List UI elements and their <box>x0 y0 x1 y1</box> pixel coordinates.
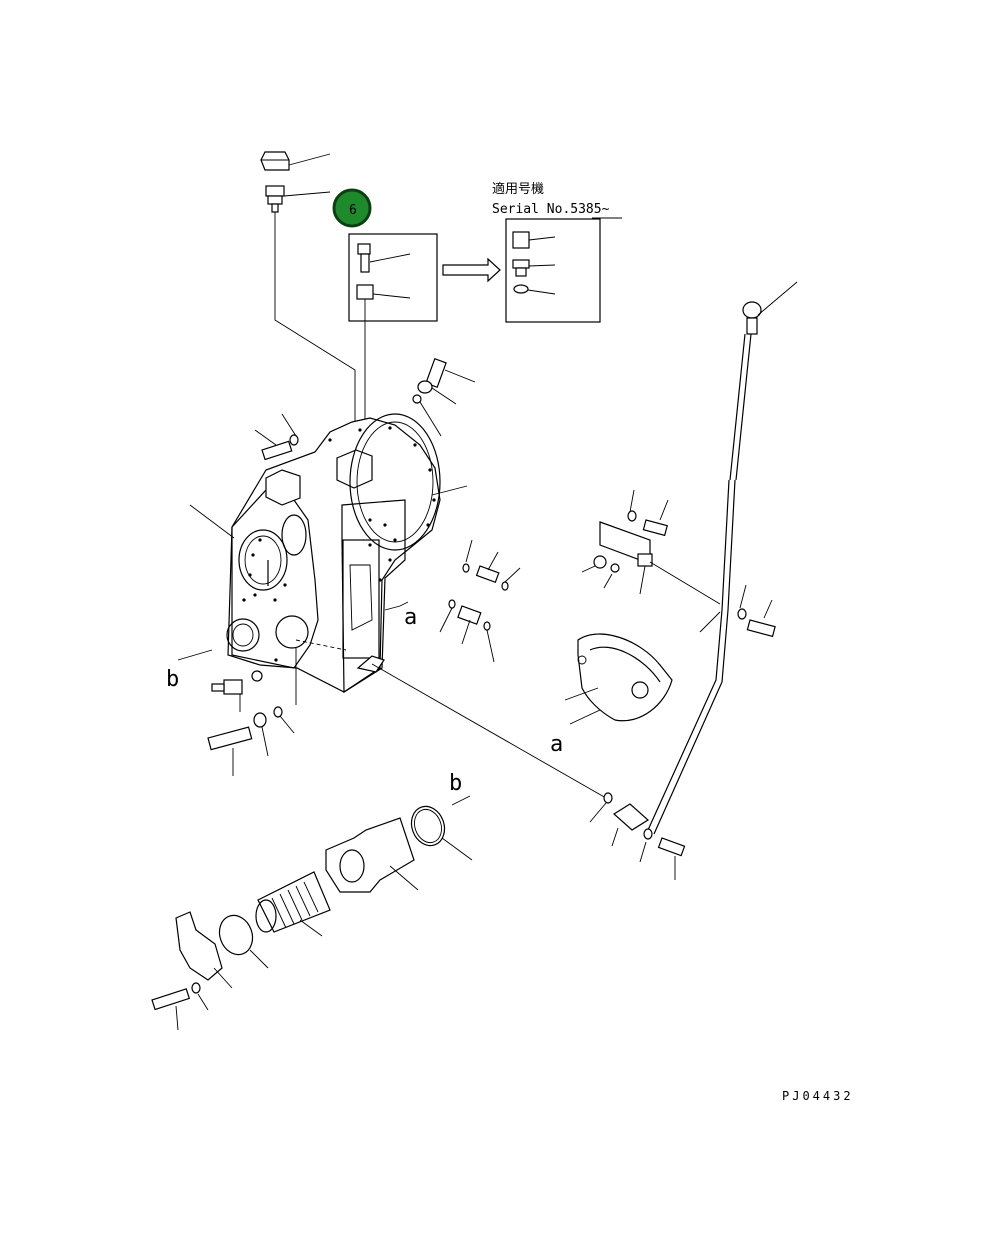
cover-bolt <box>151 982 209 1031</box>
case-bottom-bolt <box>207 706 295 776</box>
strainer-cover <box>175 911 233 989</box>
drawing-code: PJ04432 <box>782 1089 854 1103</box>
breather-cap <box>260 151 331 171</box>
level-gauge-cap <box>742 281 798 335</box>
strainer-case <box>325 817 419 893</box>
callout-6-marker[interactable]: 6 <box>332 188 372 228</box>
supersession-arrow <box>442 257 501 283</box>
transmission-case <box>226 413 441 705</box>
applicable-machine-label: 適用号機 <box>492 181 544 197</box>
strainer-o-ring <box>410 805 473 861</box>
ref-letter-a-guard: a <box>550 732 563 757</box>
detail-box-new <box>505 218 601 323</box>
callout-6-number: 6 <box>349 203 357 218</box>
strainer-element <box>255 871 331 937</box>
side-plugs <box>384 539 521 663</box>
level-gauge-rod <box>647 333 752 835</box>
ref-letter-a-case: a <box>404 605 417 630</box>
drain-plug <box>211 670 263 712</box>
bell-housing-bolt <box>412 357 476 496</box>
gauge-clip <box>611 803 686 880</box>
strainer-cover-o-ring <box>218 914 269 969</box>
ref-letter-b-case: b <box>166 667 179 692</box>
gauge-bracket <box>581 489 776 638</box>
serial-number-label: Serial No.5385~ <box>492 202 610 217</box>
ref-letter-b-strainer: b <box>449 771 462 796</box>
flywheel-guard <box>564 633 673 722</box>
case-top-bolt <box>254 413 299 461</box>
